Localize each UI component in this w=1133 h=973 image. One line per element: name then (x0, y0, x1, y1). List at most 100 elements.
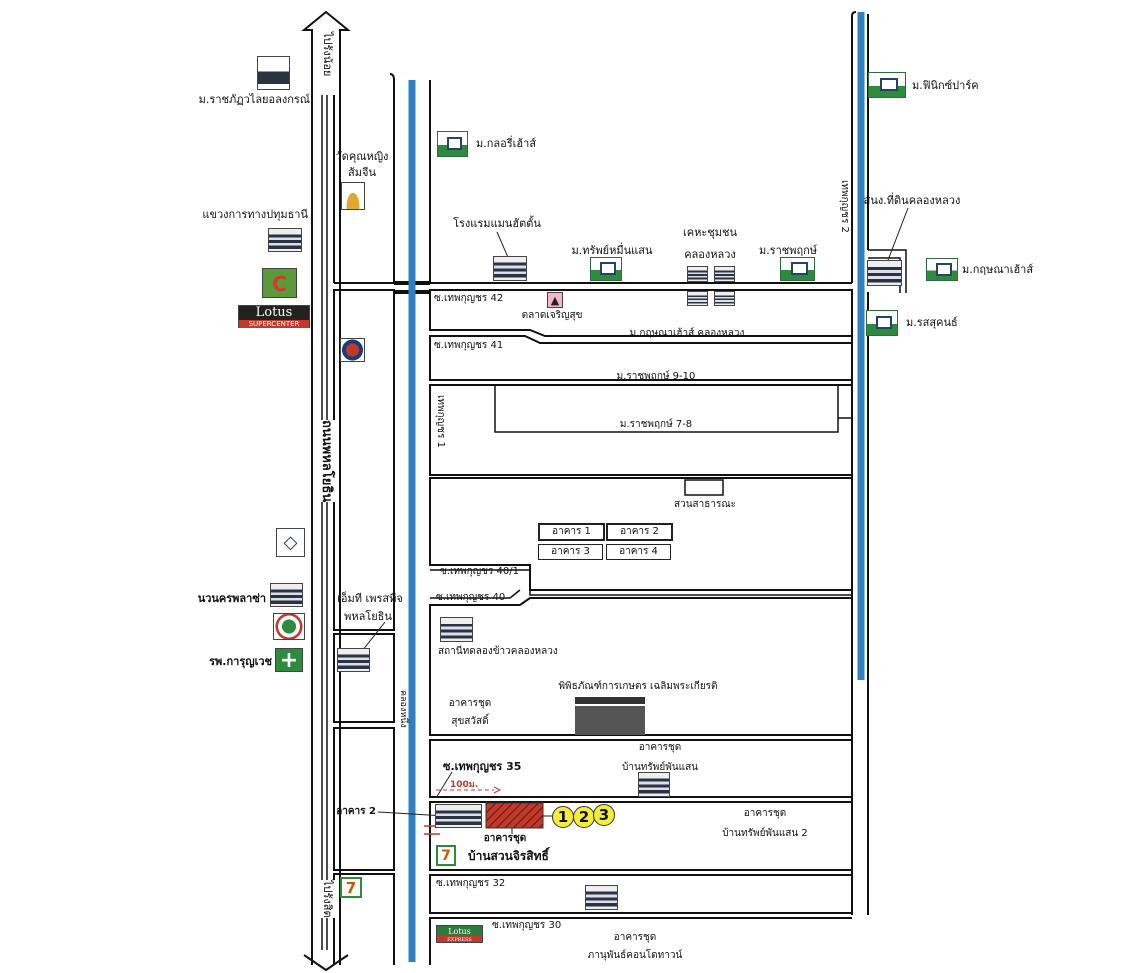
building-1: อาคาร 1 (538, 523, 605, 541)
label-rice-station: สถานีทดลองข้าวคลองหลวง (438, 646, 558, 657)
label-sukhsawat-1: อาคารชุด (448, 698, 492, 709)
block-r5 (430, 569, 852, 599)
pointer-soi35 (435, 771, 453, 799)
label-nava-nakorn-plaza: นวนครพลาซ่า (197, 592, 266, 605)
label-thepkunchon-2: เทพกุญชร 2 (839, 180, 850, 233)
label-khlong-nueng: คลองหนึ่ง (398, 690, 408, 728)
label-glory-house: ม.กลอรี่เฮ้าส์ (476, 137, 537, 150)
label-karunvech: รพ.การุญเวช (209, 655, 272, 668)
label-ratchaphruek-9-10: ม.ราชพฤกษ์ 9-10 (616, 371, 696, 382)
marker-3: 3 (593, 804, 615, 826)
label-kheha-1: เคหะชุมชน (683, 226, 737, 239)
label-soi-30: ซ.เทพกุญชร 30 (492, 920, 562, 931)
museum-icon (575, 697, 645, 735)
label-ratchaphruek: ม.ราชพฤกษ์ (758, 244, 818, 257)
label-manhattan: โรงแรมแมนฮัตตั้น (453, 217, 541, 230)
label-phoenix-park: ม.ฟินิกซ์ปาร์ค (912, 79, 979, 92)
marker-1: 1 (552, 806, 574, 828)
office-building-icon (440, 617, 473, 642)
label-sap-phan-saen2-1: อาคารชุด (743, 808, 787, 819)
label-phahonyothin: ถนนพหลโยธิน (316, 420, 337, 503)
hospital-icon: + (275, 648, 303, 673)
house-icon (437, 131, 468, 157)
office-building-icon (337, 648, 370, 672)
label-panuphan-2: ภานุพันธ์คอนโดทาวน์ (587, 950, 683, 961)
label-park: สวนสาธารณะ (673, 499, 737, 510)
label-mt-1: เอ็มที เพรสทีจ (337, 592, 403, 605)
apartment-icon (714, 266, 735, 282)
label-soi-40: ซ.เทพกุญชร 40 (436, 592, 506, 603)
house-icon (868, 72, 906, 98)
label-kritsana-house: ม.กฤษณาเฮ้าส์ (962, 263, 1034, 276)
label-sap-phan-saen2-2: บ้านทรัพย์พันแสน 2 (722, 828, 808, 839)
big-c-logo: C (262, 268, 297, 298)
label-wat-2: ส้มจีน (348, 166, 376, 179)
label-land-office: สนง.ที่ดินคลองหลวง (863, 194, 961, 207)
label-ratchaphruek-7-8: ม.ราชพฤกษ์ 7-8 (619, 419, 693, 430)
label-highway-office: แขวงการทางปทุมธานี (202, 208, 308, 221)
label-jirasit-2: บ้านสวนจิรสิทธิ์ (468, 849, 549, 863)
block-left-4 (333, 873, 395, 965)
hotel-building-icon (493, 256, 527, 281)
road-top-left (333, 73, 431, 283)
label-thepkunchon-1: เทพกุญชร 1 (435, 395, 446, 448)
target-property (485, 802, 544, 829)
temple-icon (341, 182, 365, 210)
park-box (684, 479, 724, 496)
university-icon (257, 56, 290, 90)
label-market: ตลาดเจริญสุข (521, 310, 583, 321)
label-rossukhon: ม.รสสุคนธ์ (906, 316, 958, 329)
building-4: อาคาร 4 (606, 544, 671, 560)
label-distance: 100ม. (450, 780, 479, 790)
label-jirasit-1: อาคารชุด (483, 833, 527, 844)
label-rajabhat: ม.ราชภัฏวไลยอลงกรณ์ (198, 93, 310, 106)
label-to-rangsit: ไปรังสิต (318, 880, 336, 918)
building-2-icon (435, 804, 482, 828)
label-kheha-2: คลองหลวง (684, 248, 736, 261)
building-3: อาคาร 3 (538, 544, 603, 560)
label-mt-2: พหลโยธิน (344, 610, 392, 623)
marker-2: 2 (573, 806, 595, 828)
highway-phahonyothin (301, 10, 351, 965)
label-sap-phan-saen-2: บ้านทรัพย์พันแสน (621, 762, 699, 773)
block-left-3 (333, 727, 395, 871)
label-sap-phan-saen-1: อาคารชุด (638, 742, 682, 753)
label-sukhsawat-2: สุขสวัสดิ์ (451, 716, 489, 727)
building-2: อาคาร 2 (606, 523, 673, 541)
label-soi-40-1: ซ.เทพกุญชร 40/1 (440, 566, 519, 577)
label-sap-muen-saen: ม.ทรัพย์หมื่นแสน (571, 244, 653, 257)
caltex-icon (340, 338, 365, 362)
block-r10 (429, 917, 852, 965)
pointer-land-office (884, 207, 909, 269)
seven-eleven-icon: 7 (436, 845, 456, 866)
label-to-rangnoi: ไปรังน้อย (318, 32, 336, 77)
office-building-icon (268, 228, 302, 252)
highway-inner-lines (321, 95, 328, 950)
condo-building-icon (585, 885, 618, 910)
label-wat-1: วัดคุณหญิง (335, 150, 389, 163)
label-building-2: อาคาร 2 (336, 806, 376, 817)
block-left-2 (333, 633, 395, 723)
house-icon (590, 257, 622, 281)
apartment-icon (687, 291, 708, 306)
road-thepkunchon-2 (851, 11, 869, 915)
label-soi-35: ซ.เทพกุญชร 35 (443, 760, 522, 773)
label-soi-41: ซ.เทพกุญชร 41 (434, 340, 504, 351)
office-building-icon (867, 260, 902, 286)
office-building-icon (270, 583, 303, 607)
house-icon (926, 258, 958, 281)
condo-building-icon (638, 772, 670, 797)
house-icon (866, 310, 898, 336)
label-soi-42: ซ.เทพกุญชร 42 (434, 293, 504, 304)
house-icon (780, 257, 815, 281)
seven-eleven-icon: 7 (340, 877, 362, 898)
apartment-icon (714, 291, 735, 306)
pointer-building2 (377, 811, 446, 817)
bangkok-bank-icon: ◇ (276, 528, 305, 557)
apartment-icon (687, 266, 708, 282)
label-panuphan-1: อาคารชุด (613, 932, 657, 943)
